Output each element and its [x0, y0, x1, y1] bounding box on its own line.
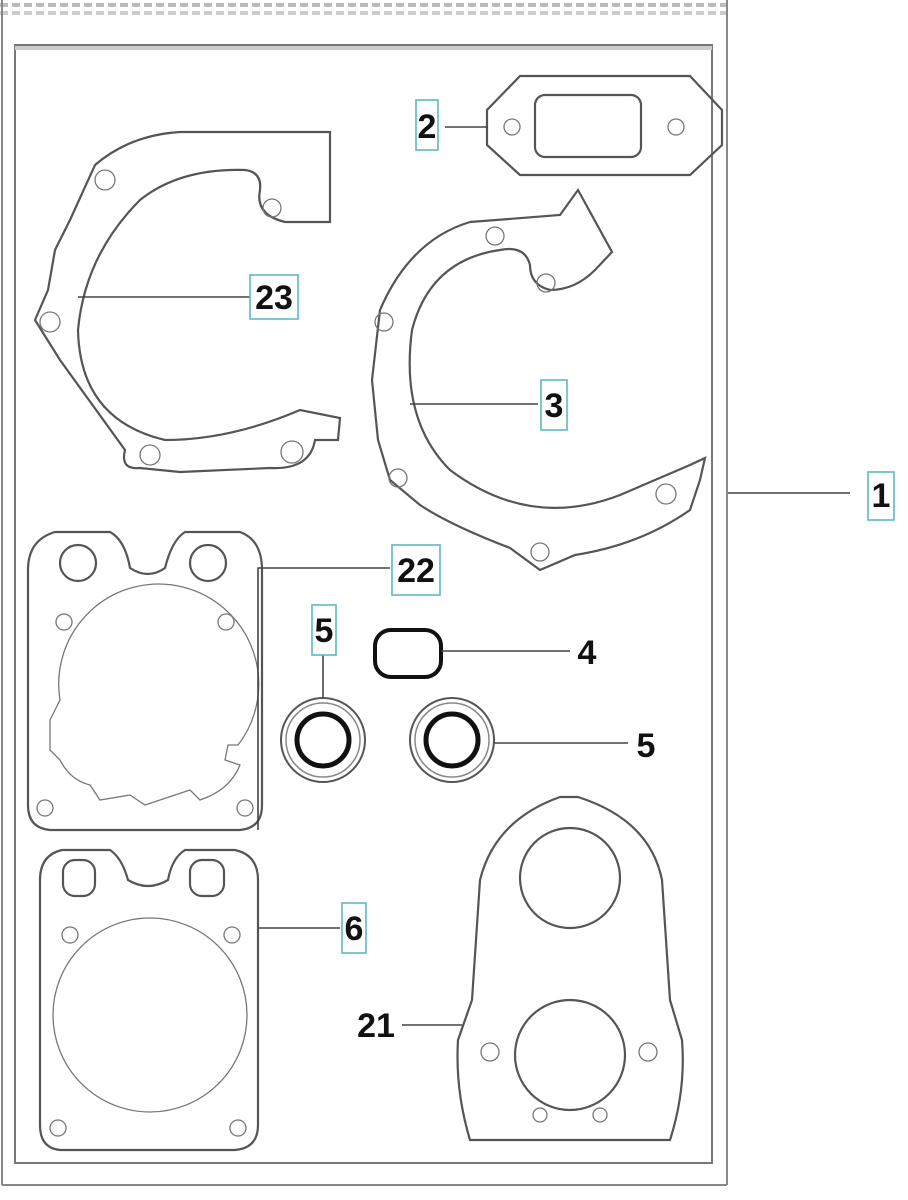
callout-23[interactable]: 23 — [249, 274, 299, 320]
callout-4[interactable]: 4 — [578, 634, 597, 672]
callout-3[interactable]: 3 — [540, 379, 568, 431]
callout-6[interactable]: 6 — [341, 902, 367, 954]
kit-bag — [0, 0, 728, 1186]
callout-label: 23 — [255, 279, 293, 317]
callout-label: 21 — [357, 1007, 395, 1045]
gasket-cylinder-6[interactable] — [38, 848, 260, 1152]
seal-5-right[interactable] — [409, 697, 495, 783]
callout-label: 1 — [872, 477, 891, 515]
callout-22[interactable]: 22 — [391, 544, 441, 596]
gasket-intake-21[interactable] — [456, 795, 684, 1142]
callout-1[interactable]: 1 — [867, 471, 895, 521]
callout-label: 4 — [578, 634, 597, 672]
o-ring-4[interactable] — [373, 628, 443, 679]
gasket-crankcase-left[interactable] — [33, 130, 342, 474]
callout-label: 22 — [397, 552, 435, 590]
callout-label: 6 — [345, 910, 364, 948]
callout-5-right[interactable]: 5 — [637, 727, 656, 765]
gasket-crankcase-right[interactable] — [370, 187, 707, 572]
callout-label: 5 — [637, 727, 656, 765]
callout-label: 3 — [545, 387, 564, 425]
callout-5-top[interactable]: 5 — [311, 604, 337, 656]
callout-label: 5 — [315, 612, 334, 650]
gasket-cylinder-22[interactable] — [26, 530, 264, 832]
callout-label: 2 — [418, 108, 437, 146]
seal-5-left[interactable] — [280, 697, 366, 783]
leader-lines — [78, 126, 850, 1026]
callout-21[interactable]: 21 — [357, 1007, 395, 1045]
callout-2[interactable]: 2 — [415, 99, 439, 151]
gasket-exhaust[interactable] — [485, 74, 724, 177]
